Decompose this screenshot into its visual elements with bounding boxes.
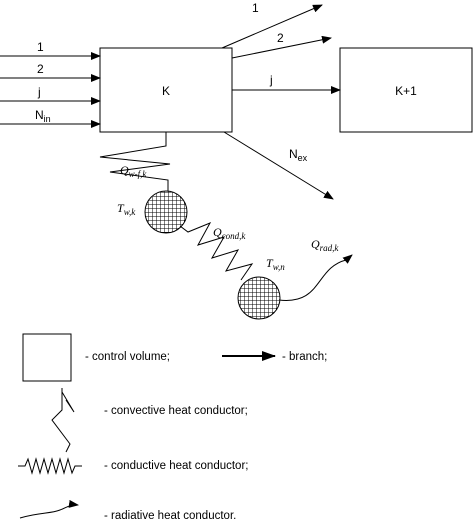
inflow-label-1: 1 xyxy=(37,40,44,54)
legend-conductive-icon xyxy=(18,457,82,475)
legend-control-volume-icon xyxy=(22,333,72,382)
outflow-branch-2 xyxy=(231,35,332,59)
inflow-label-nin: Nin xyxy=(35,108,51,124)
symbol-q-rad: Qrad,k xyxy=(311,237,339,253)
outflow-label-j: j xyxy=(269,73,273,87)
outflow-branch-nex xyxy=(223,131,334,200)
legend-radiative-label: - radiative heat conductor. xyxy=(104,510,236,520)
symbol-q-cond: Qcond,k xyxy=(213,225,246,241)
node-k-plus-1-label: K+1 xyxy=(395,84,417,98)
legend-radiative-icon xyxy=(19,499,79,519)
inflow-branches: 1 2 j Nin xyxy=(0,40,101,128)
symbol-tw-k: Tw,k xyxy=(117,201,136,217)
node-k-box xyxy=(99,47,233,133)
outflow-label-1: 1 xyxy=(252,1,259,15)
legend-convective-icon-right xyxy=(61,391,75,413)
node-k-plus-1-box xyxy=(339,47,473,133)
radiative-conductor xyxy=(278,254,353,301)
legend-conductive-label: - conductive heat conductor; xyxy=(104,460,248,472)
outflow-label-2: 2 xyxy=(277,31,284,45)
legend: - control volume; - branch; - convective… xyxy=(18,333,327,520)
legend-convective-icon xyxy=(51,388,71,453)
conductive-conductor xyxy=(179,222,254,281)
convective-conductor-k xyxy=(99,132,171,191)
wall-node-tw-n xyxy=(237,276,281,320)
symbol-tw-n: Tw,n xyxy=(266,256,285,272)
outflow-label-nex: Nex xyxy=(289,147,308,163)
outflow-branches: 1 2 j Nex xyxy=(221,1,341,200)
wall-node-tw-k xyxy=(144,190,188,234)
outflow-branch-1 xyxy=(221,4,323,49)
legend-branch-label: - branch; xyxy=(282,351,327,363)
symbol-q-wf: Qw-f,k xyxy=(120,163,147,179)
legend-convective-label: - convective heat conductor; xyxy=(104,405,248,417)
legend-control-volume-label: - control volume; xyxy=(85,351,170,363)
inflow-label-j: j xyxy=(37,85,41,99)
inflow-label-2: 2 xyxy=(37,62,44,76)
node-k-label: K xyxy=(162,84,170,98)
